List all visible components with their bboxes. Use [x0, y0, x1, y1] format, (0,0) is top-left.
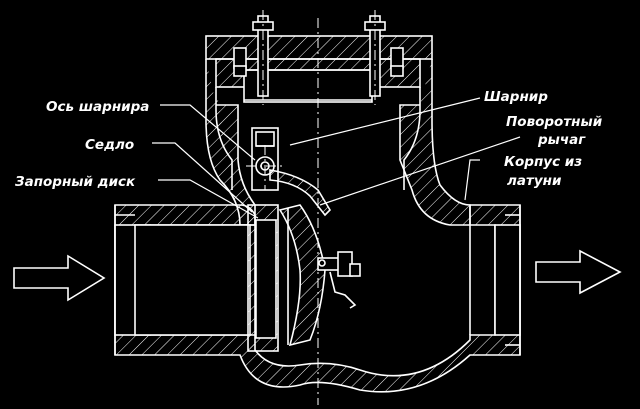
label-hinge-axis: Ось шарнира	[46, 99, 149, 115]
outlet-arrow	[535, 249, 622, 295]
swing-arm	[269, 169, 332, 217]
inlet-arrow	[13, 254, 106, 302]
check-disc	[278, 204, 361, 347]
label-disc: Запорный диск	[15, 174, 136, 190]
leader-lines	[152, 97, 521, 219]
seat-ring	[247, 204, 279, 352]
flow-arrows	[13, 249, 622, 302]
label-hinge: Шарнир	[484, 89, 548, 105]
label-body-line2: латуни	[507, 173, 562, 189]
callout-labels: Ось шарнира Седло Запорный диск Шарнир П…	[15, 89, 603, 190]
label-seat: Седло	[85, 137, 134, 153]
centerlines	[246, 10, 376, 405]
label-body-line1: Корпус из	[504, 154, 582, 170]
label-lever-line1: Поворотный	[506, 114, 603, 130]
label-lever-line2: рычаг	[537, 132, 586, 148]
